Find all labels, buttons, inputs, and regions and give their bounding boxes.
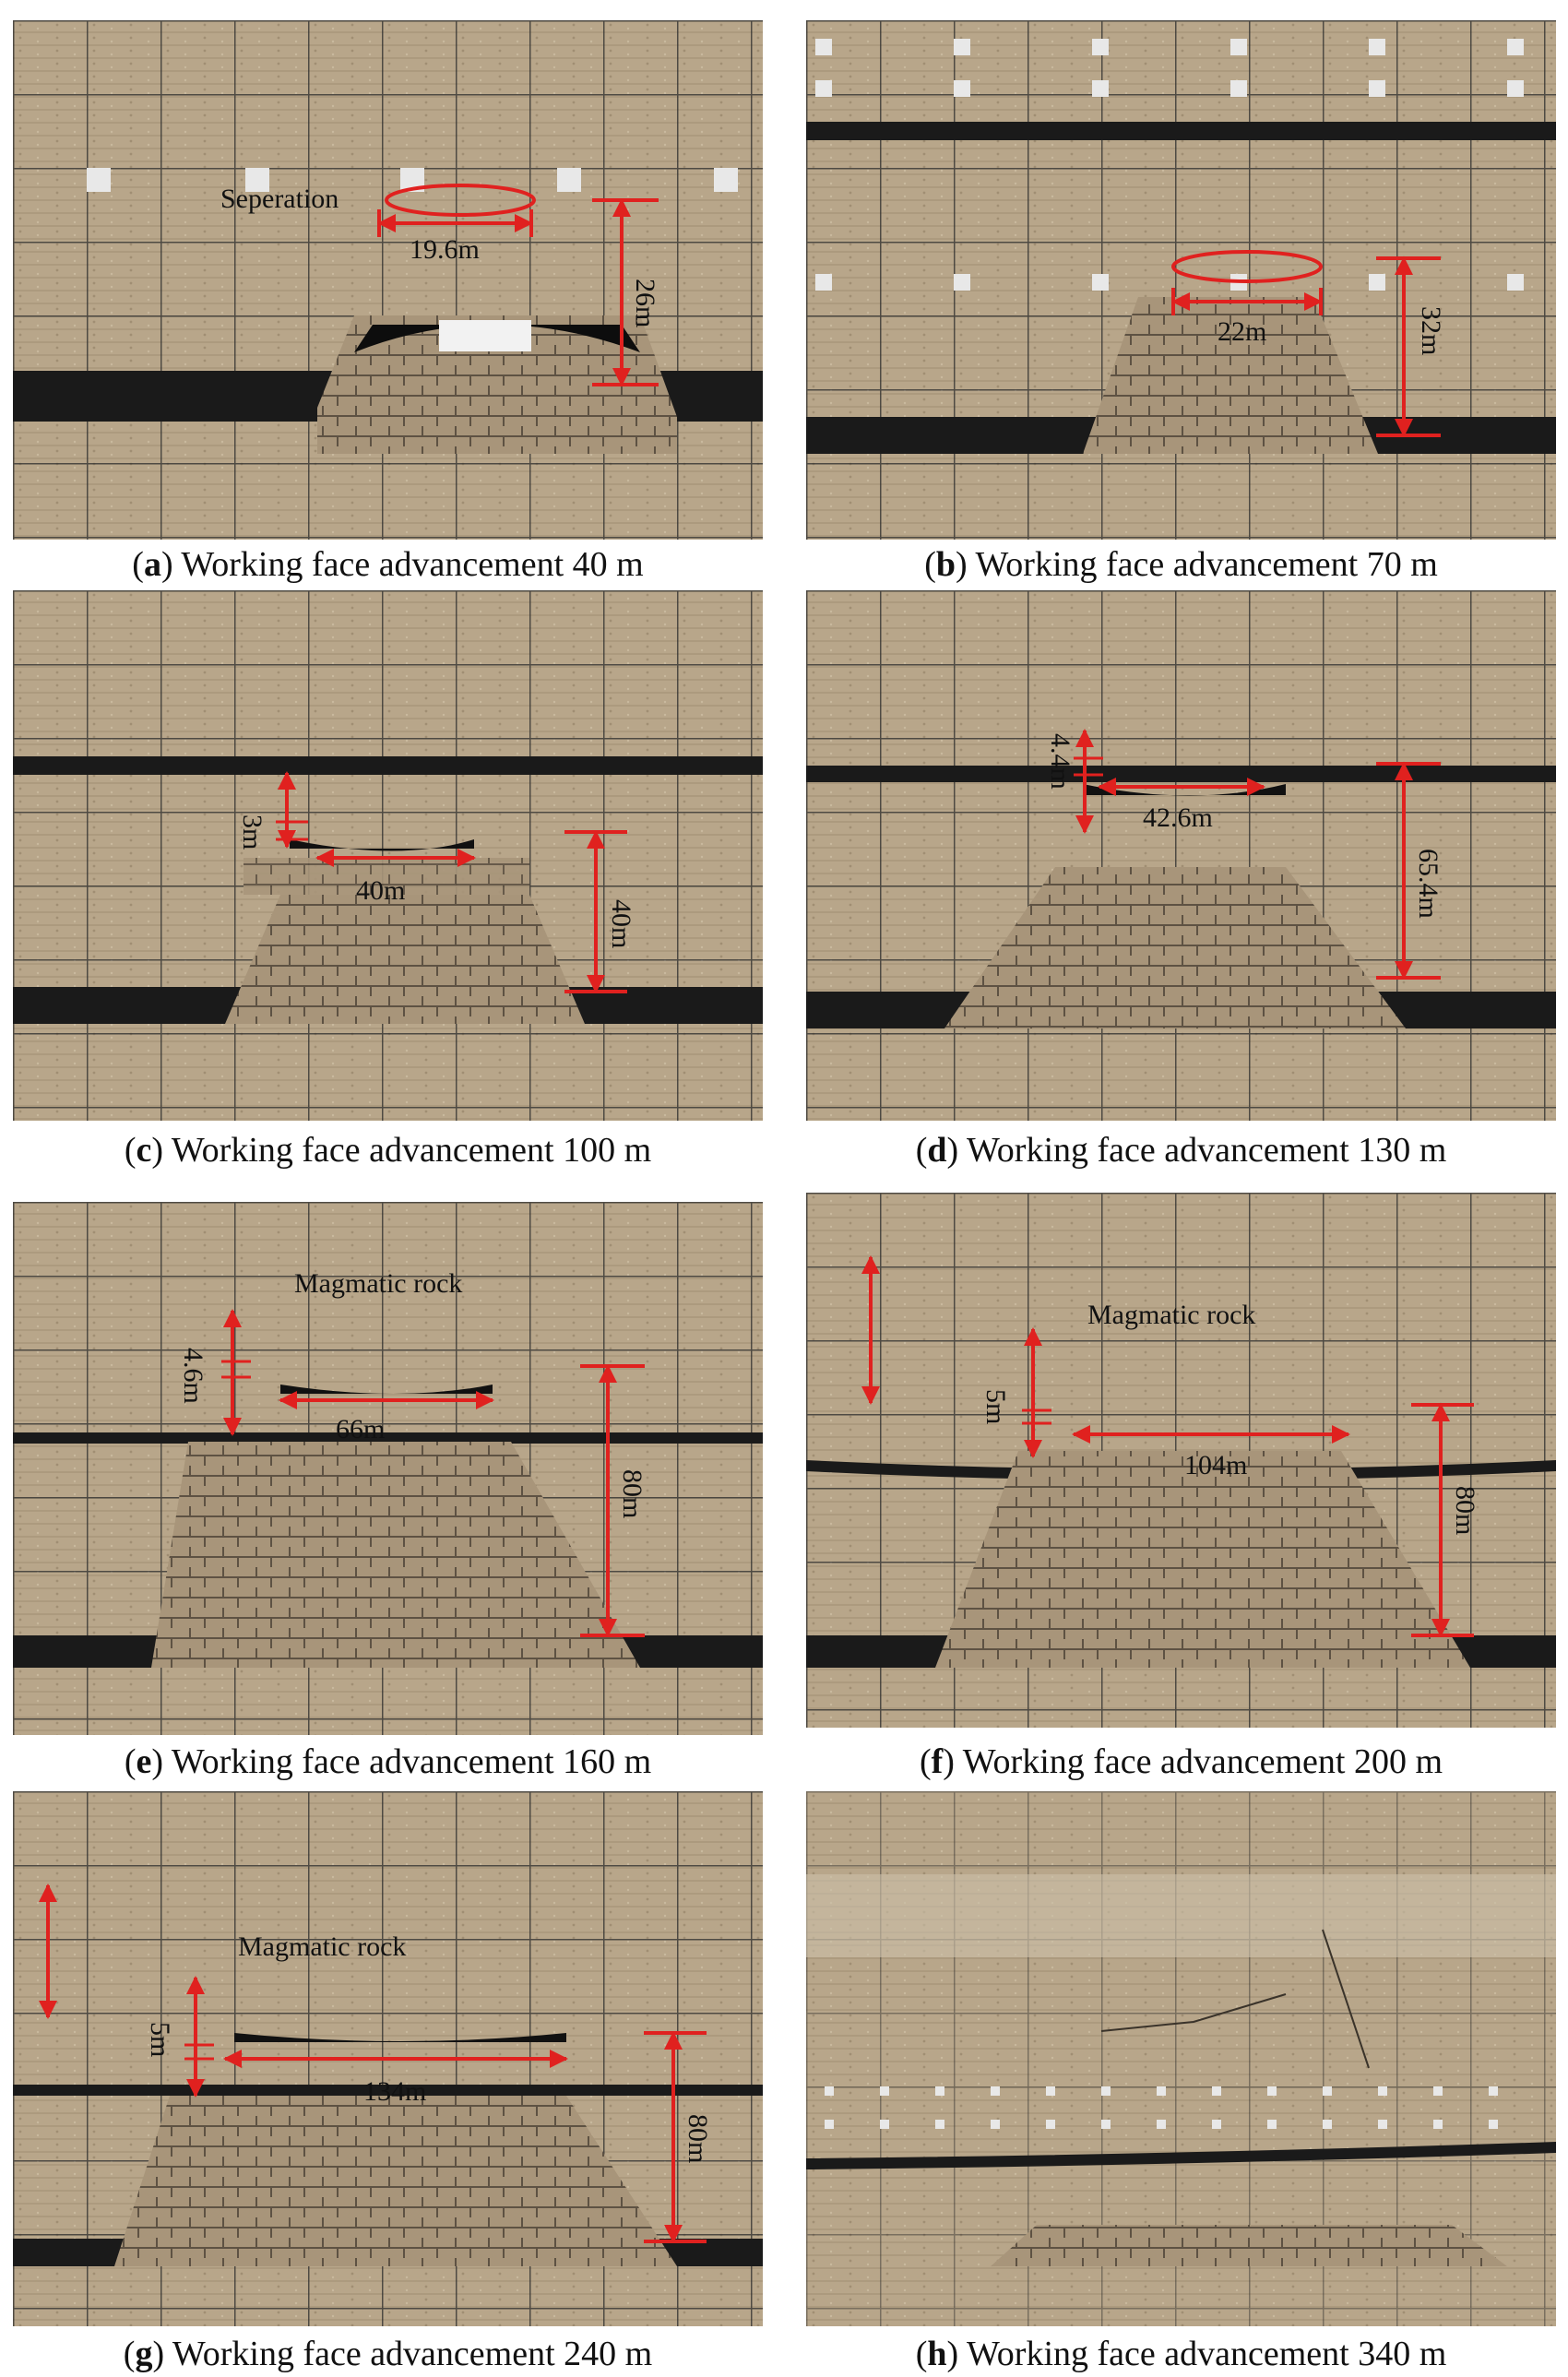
- gap-label-g: 5m: [145, 2022, 175, 2057]
- span-label-a: 19.6m: [410, 234, 480, 265]
- caption-g: (g) Working face advancement 240 m: [123, 2335, 653, 2373]
- caption-b: (b) Working face advancement 70 m: [924, 545, 1438, 584]
- panel-a-photo: Seperation 19.6m 26m: [13, 20, 763, 540]
- span-label-c: 40m: [356, 875, 405, 906]
- panel-f-photo: Magmatic rock 5m 104m 80m: [806, 1193, 1556, 1728]
- gap-label-c: 3m: [237, 814, 267, 850]
- panel-d-photo: 4.4m 42.6m 65.4m: [806, 590, 1556, 1121]
- span-label-f: 104m: [1184, 1450, 1247, 1480]
- gap-label-d: 4.4m: [1045, 733, 1075, 790]
- span-label-g: 134m: [363, 2076, 426, 2107]
- panel-e-photo: Magmatic rock 4.6m 66m 80m: [13, 1202, 763, 1735]
- height-label-a: 26m: [630, 279, 660, 327]
- height-label-g: 80m: [683, 2114, 713, 2163]
- caption-d: (d) Working face advancement 130 m: [915, 1131, 1447, 1170]
- caption-e: (e) Working face advancement 160 m: [124, 1742, 652, 1781]
- magmatic-rock-label-f: Magmatic rock: [1087, 1300, 1255, 1330]
- span-label-e: 66m: [336, 1414, 385, 1444]
- height-label-b: 32m: [1416, 306, 1446, 355]
- gap-label-f: 5m: [980, 1389, 1011, 1424]
- height-label-c: 40m: [606, 899, 636, 948]
- panel-c-photo: 3m 40m 40m: [13, 590, 763, 1121]
- span-label-b: 22m: [1218, 316, 1266, 347]
- magmatic-rock-label-e: Magmatic rock: [294, 1268, 462, 1299]
- magmatic-rock-label-g: Magmatic rock: [238, 1931, 406, 1962]
- caption-f: (f) Working face advancement 200 m: [919, 1742, 1443, 1781]
- height-label-d: 65.4m: [1413, 849, 1443, 919]
- separation-label: Seperation: [220, 184, 339, 214]
- caption-c: (c) Working face advancement 100 m: [124, 1131, 652, 1170]
- gap-label-e: 4.6m: [178, 1348, 208, 1404]
- caption-a: (a) Working face advancement 40 m: [132, 545, 644, 584]
- panel-b-photo: 22m 32m: [806, 20, 1556, 540]
- height-label-e: 80m: [617, 1469, 647, 1518]
- caption-h: (h) Working face advancement 340 m: [915, 2335, 1447, 2373]
- span-label-d: 42.6m: [1143, 802, 1213, 833]
- height-label-f: 80m: [1450, 1486, 1480, 1535]
- panel-h-photo: [806, 1791, 1556, 2326]
- panel-g-photo: Magmatic rock 5m 134m 80m: [13, 1791, 763, 2326]
